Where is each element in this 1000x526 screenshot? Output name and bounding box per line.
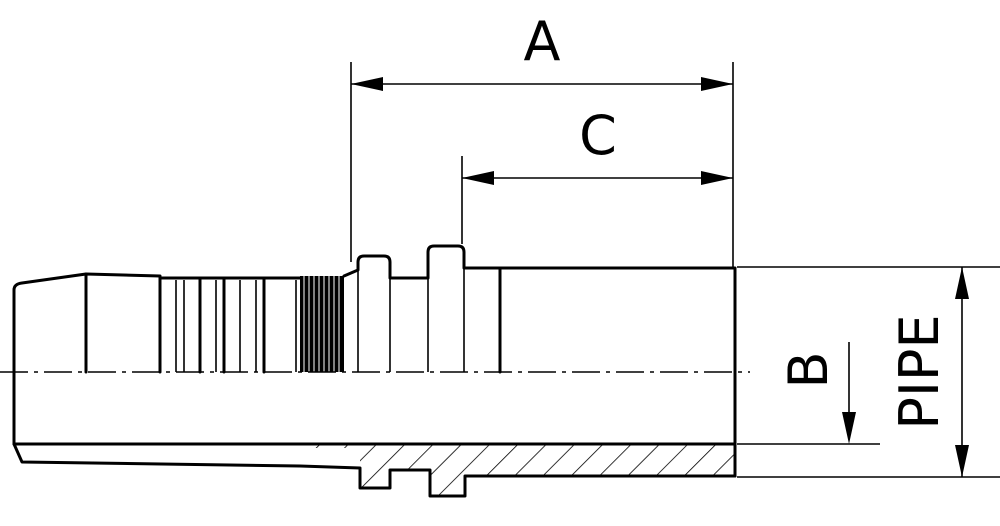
hose-barbs [158, 276, 297, 374]
knurled-band [300, 276, 344, 372]
dimension-c: C [461, 104, 733, 244]
dimension-a: A [350, 10, 734, 268]
dimension-b-label: B [777, 351, 840, 388]
dimension-b: B [777, 342, 856, 444]
dimension-pipe-label: PIPE [888, 314, 951, 429]
extension-lines [737, 266, 1000, 478]
section-hatch [12, 442, 737, 498]
dimension-pipe: PIPE [888, 267, 969, 477]
dimension-a-label: A [524, 10, 561, 73]
fitting-body-outline [12, 244, 737, 478]
dimension-c-label: C [579, 104, 617, 167]
